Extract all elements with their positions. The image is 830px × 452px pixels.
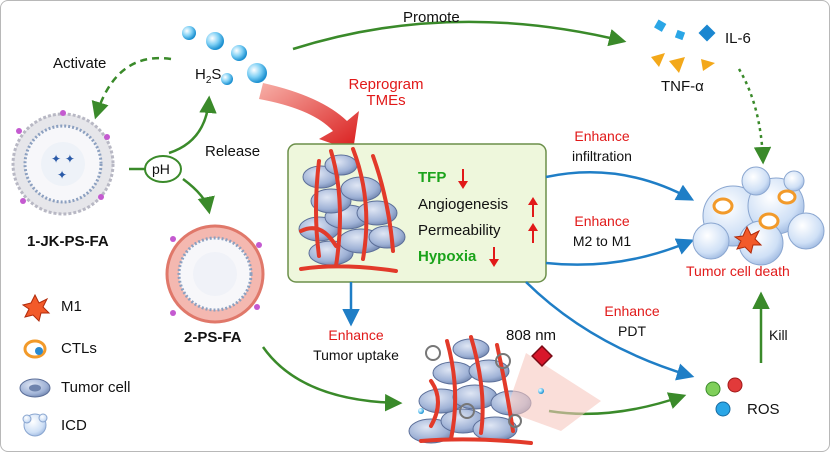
- tumor-uptake-label: Tumor uptake: [313, 347, 399, 363]
- tfp-down-arrow-icon: [458, 169, 468, 189]
- laser-icon: [531, 345, 553, 367]
- enhance-infiltration-title: Enhance: [574, 128, 630, 144]
- ros-label: ROS: [747, 401, 780, 418]
- legend-label-m1: M1: [61, 298, 82, 315]
- activate-label: Activate: [53, 55, 107, 72]
- pdt-label: PDT: [618, 323, 646, 339]
- bottom-tumor-cluster: [408, 335, 601, 445]
- angiogenesis-label: Angiogenesis: [418, 196, 509, 213]
- enhance-pdt-title: Enhance: [604, 303, 660, 319]
- release-label: Release: [205, 143, 261, 160]
- tfp-label: TFP: [418, 169, 447, 186]
- enhance-m2m1-title: Enhance: [574, 213, 630, 229]
- tumor-cell-icon: [19, 378, 51, 398]
- tumor-cell-death-label: Tumor cell death: [686, 263, 790, 279]
- tumor-cell-death-cluster: [692, 166, 825, 266]
- pdt-arrow: [525, 281, 695, 381]
- hypoxia-down-arrow-icon: [489, 247, 499, 267]
- h2s-label: H2S: [195, 66, 222, 87]
- svg-text:✦: ✦: [57, 168, 67, 182]
- icd-icon: [22, 413, 48, 437]
- ps-fa-label: 2-PS-FA: [184, 329, 242, 346]
- il6-label: IL-6: [725, 30, 751, 47]
- legend-label-icd: ICD: [61, 417, 87, 434]
- enhance-uptake-title: Enhance: [328, 327, 384, 343]
- permeability-up-arrow-icon: [528, 223, 538, 243]
- promote-arrow: [292, 20, 627, 51]
- tme-tumor-cluster: [298, 147, 406, 273]
- hypoxia-label: Hypoxia: [418, 248, 477, 265]
- m2-m1-arrow: [545, 238, 695, 266]
- h2s-bubbles-icon: [182, 26, 267, 85]
- angiogenesis-up-arrow-icon: [528, 197, 538, 217]
- legend-label-tumor-cell: Tumor cell: [61, 379, 131, 396]
- ph-to-psfa-arrow: [182, 177, 215, 215]
- jk-ps-fa-label: 1-JK-PS-FA: [27, 233, 109, 250]
- cytokine-icons: [651, 19, 716, 73]
- activate-arrow: [91, 56, 172, 120]
- ph-bubble: [144, 155, 182, 183]
- m1-macrophage-icon: [21, 293, 51, 322]
- jk-ps-fa-nanoparticle: ✦ ✦ ✦: [11, 110, 115, 216]
- cytokine-arrow: [737, 68, 772, 165]
- tnf-alpha-label: TNF-α: [661, 78, 704, 95]
- ros-icon: [705, 377, 743, 417]
- ctl-icon: [23, 339, 47, 359]
- ps-fa-nanoparticle: [165, 224, 265, 324]
- 808nm-label: 808 nm: [506, 327, 557, 344]
- svg-text:✦ ✦: ✦ ✦: [51, 152, 75, 166]
- legend-label-ctls: CTLs: [61, 340, 97, 357]
- m2-to-m1-label: M2 to M1: [572, 233, 632, 249]
- promote-label: Promote: [403, 9, 460, 26]
- kill-label: Kill: [769, 327, 788, 343]
- reprogram-arrow: [259, 83, 359, 151]
- psfa-to-tumor-arrow: [261, 346, 403, 412]
- permeability-label: Permeability: [418, 222, 501, 239]
- release-arrow: [168, 95, 217, 155]
- ph-label: pH: [152, 161, 170, 177]
- infiltration-arrow: [545, 171, 695, 201]
- infiltration-label: infiltration: [572, 148, 632, 164]
